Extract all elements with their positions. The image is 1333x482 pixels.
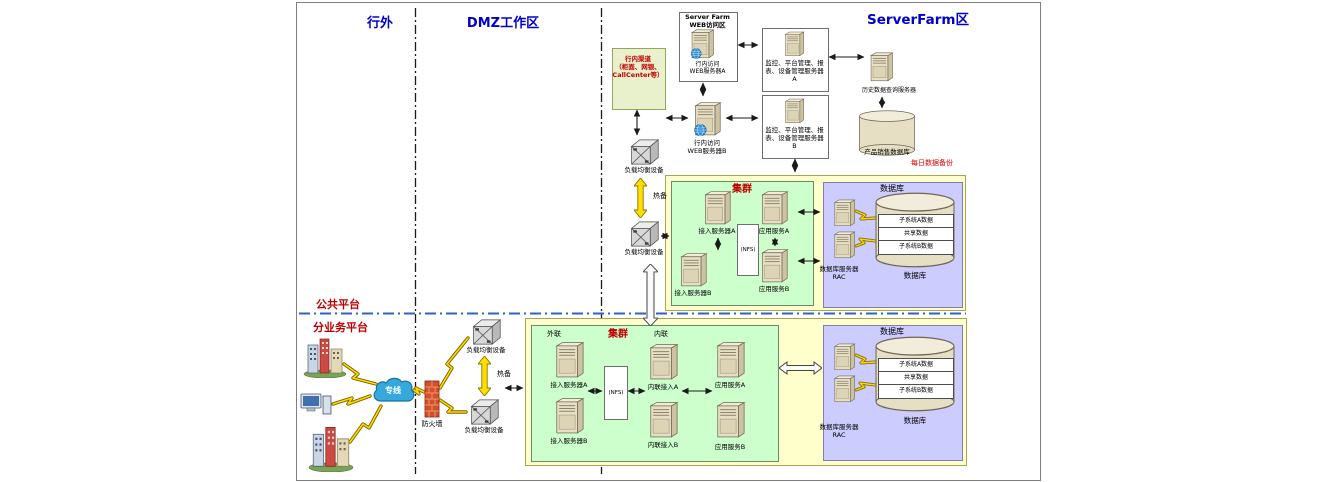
access-server-icon [553,396,585,436]
access-server-a-label: 接入服务器A [550,381,588,389]
app-server-b-label: 应用服务B [758,285,790,293]
access-server-b-label: 接入服务器B [674,289,712,297]
app-server-icon [759,190,789,226]
internal-channel-label: 行内渠道 （柜面、网银、 CallCenter等） [612,55,664,79]
hot-standby-label: 热备 [653,192,667,200]
load-balancer-label: 负载均衡设备 [464,426,504,434]
internal-access-a-label: 内联接入A [647,383,679,391]
lower-database-cylinder-label: 数据库 [903,416,927,425]
web-server-b-label: 行内访问 WEB服务器B [687,139,727,155]
upper-cluster-title: 集群 [732,184,752,195]
db-partition-row: 子系统B数据 [878,240,954,255]
upper-database-cylinder-label: 数据库 [903,271,927,280]
hot-standby-arrow [478,356,491,396]
db-partition-row: 子系统B数据 [878,384,954,399]
internal-access-b-label: 内联接入B [647,441,679,449]
lower-cluster-title: 集群 [608,329,628,340]
internal-access-server-icon [647,400,679,440]
lightning-link [854,209,877,221]
lightning-link [438,398,468,414]
history-query-server-icon [868,50,894,84]
product-database-label: 产品销售数据库 [864,148,910,156]
access-server-a-label: 接入服务器A [698,227,736,235]
buildings-icon [308,424,354,472]
access-server-icon [678,252,708,288]
lightning-link [342,362,378,386]
rac-db-server-icon [832,230,856,260]
nfs-box: (NFS) [604,366,628,420]
app-server-a-label: 应用服务A [758,227,790,235]
platform-label-public: 公共平台 [316,298,360,311]
rac-db-server-icon [832,374,856,404]
load-balancer-label: 负载均衡设备 [466,346,506,354]
lightning-links [331,209,877,444]
black-arrows [504,41,886,395]
load-balancer-icon [628,138,660,166]
cluster-db-link-arrow [779,361,822,375]
firewall-icon [424,380,440,418]
mgmt-server-b-label: 监控、平台管理、报 表、设备管理服务器B [765,126,824,150]
zone-title-dmz: DMZ工作区 [466,16,540,31]
access-server-icon [553,340,585,380]
lightning-link [412,386,426,396]
internal-link-label: 内联 [654,330,668,338]
app-server-icon [714,340,746,380]
lower-database-box-title: 数据库 [880,327,904,336]
platform-label-business: 分业务平台 [313,321,368,334]
lightning-link [438,336,470,390]
lightning-link [348,404,383,444]
mgmt-server-b-box [762,95,829,159]
load-balancer-label: 负载均衡设备 [624,166,664,174]
app-server-a-label: 应用服务A [714,381,746,389]
load-balancer-icon [468,398,500,426]
lightning-link [331,394,372,406]
rac-db-server-icon [832,198,856,228]
mgmt-server-a-label: 监控、平台管理、报 表、设备管理服务器A [765,59,824,83]
app-server-icon [714,400,746,440]
external-link-label: 外联 [547,330,561,338]
upper-rac-label: 数据库服务器 RAC [819,265,859,281]
access-server-b-label: 接入服务器B [550,437,588,445]
server-icon [783,31,805,57]
lightning-link [854,353,877,365]
buildings-icon [303,336,347,378]
web-access-zone-title: Server Farm WEB访问区 [685,13,730,29]
web-server-icon [692,100,722,138]
lightning-link [854,381,877,392]
hot-standby-arrow [634,178,647,218]
app-server-icon [759,248,789,284]
internal-channel-box [612,48,666,110]
nfs-box: (NFS) [737,224,759,276]
cluster-link-arrow [643,264,658,326]
rac-db-server-icon [832,342,856,372]
web-server-icon [689,28,715,60]
lightning-link [854,237,877,248]
firewall-label: 防火墙 [421,420,443,428]
internal-access-server-icon [647,342,679,382]
hot-standby-label: 热备 [497,370,511,378]
workstation-icon [299,392,333,418]
upper-database-box-title: 数据库 [880,184,904,193]
server-icon [783,98,805,124]
zone-title-outside: 行外 [366,16,393,31]
load-balancer-label: 负载均衡设备 [624,248,664,256]
history-query-server-label: 历史数据查询服务器 [861,87,916,94]
web-server-a-label: 行内访问 WEB服务器A [689,61,726,76]
leased-line-cloud-label: 专线 [385,386,401,395]
db-partition-row: 子系统A数据 [878,358,954,373]
app-server-b-label: 应用服务B [714,443,746,451]
daily-backup-label: 每日数据备份 [911,159,953,167]
load-balancer-icon [470,318,502,346]
load-balancer-icon [628,220,660,248]
zone-title-serverfarm: ServerFarm区 [867,12,969,28]
lower-rac-label: 数据库服务器 RAC [819,423,859,439]
